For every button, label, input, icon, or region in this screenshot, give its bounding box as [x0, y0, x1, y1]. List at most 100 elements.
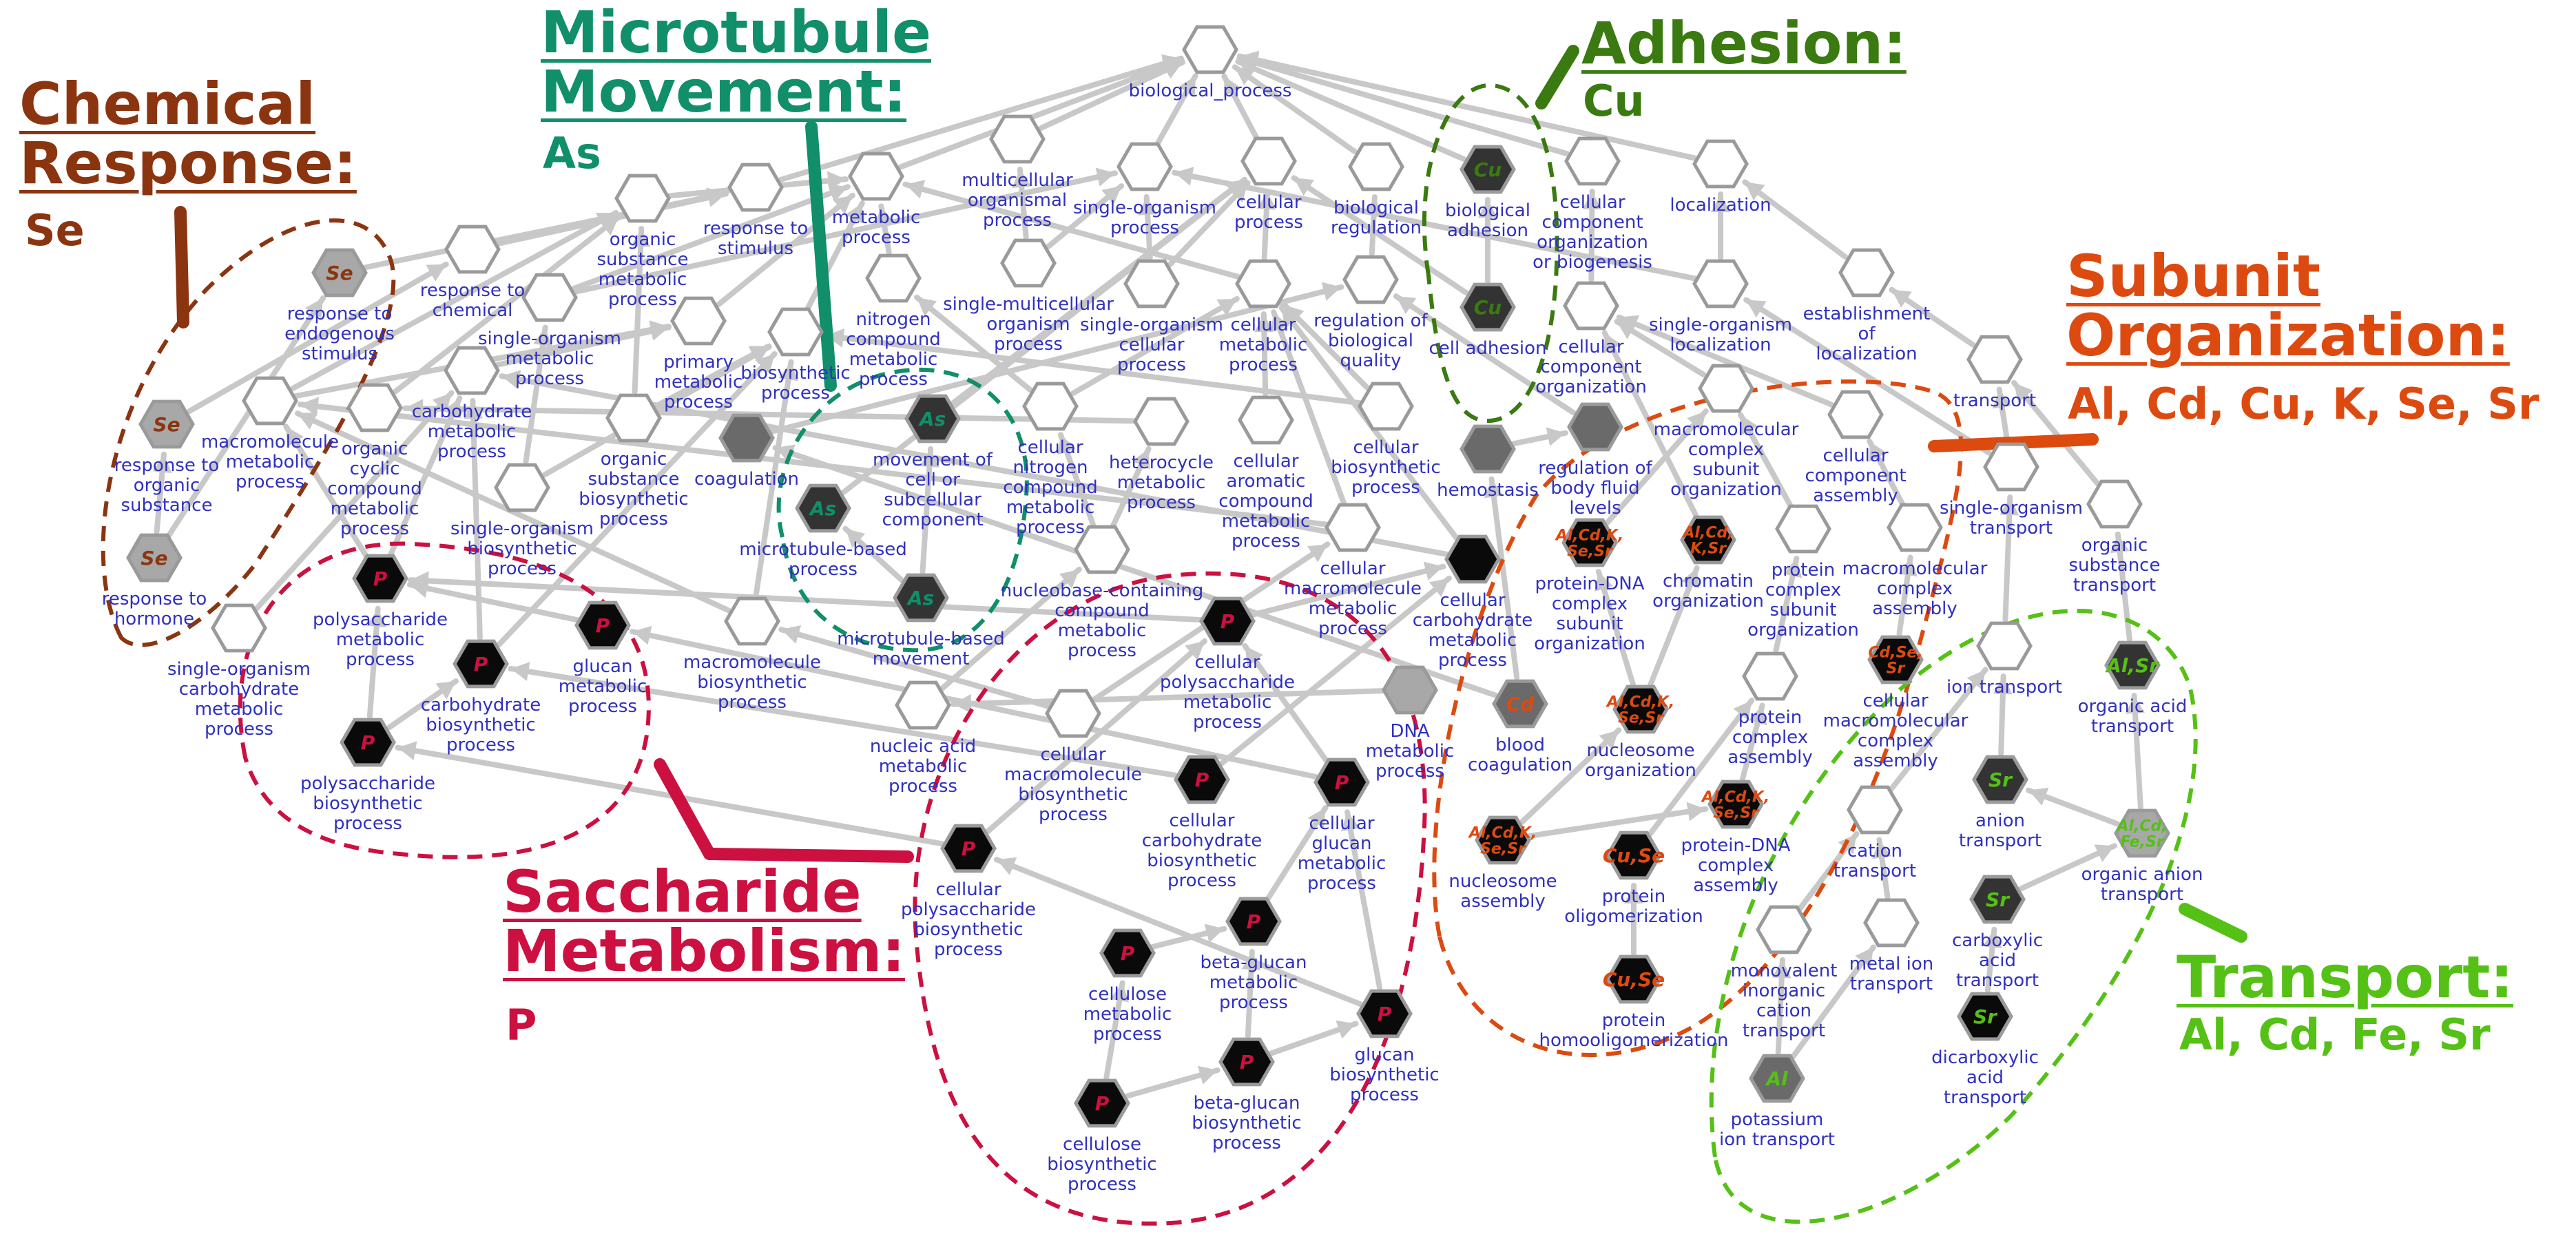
hexagon-node-icon — [1348, 142, 1404, 191]
edge-arrowhead — [1603, 333, 1621, 353]
edge-chro-cco — [1601, 330, 1700, 520]
hexagon-node-icon — [893, 573, 949, 623]
edge-bcoag-hemo — [1488, 476, 1520, 681]
node-element-tag: Al,Cd,K,Se,Sr — [1606, 693, 1675, 727]
edge-arrowhead — [599, 217, 619, 236]
edge-arrowhead — [1429, 578, 1449, 598]
hexagon-node-icon — [1567, 402, 1623, 452]
chemical-response-title: Chemical Response: — [19, 70, 357, 197]
edge-arrowhead — [1783, 558, 1803, 578]
node-label: coagulation — [694, 469, 799, 490]
edge-arrowhead — [305, 297, 324, 319]
hexagon-node-icon — [1847, 785, 1903, 835]
hexagon-node-icon — [1099, 928, 1156, 978]
hexagon-node-icon — [724, 596, 780, 646]
node-element-tag: Sr — [1973, 1005, 1998, 1028]
node-element-tag: P — [1121, 942, 1135, 965]
hexagon-node-icon — [1756, 905, 1812, 954]
edge-badh-bp — [1235, 59, 1467, 162]
microtubule-movement-title: Microtubule Movement: — [541, 0, 931, 125]
hexagon-node-icon — [895, 680, 951, 730]
hexagon-node-icon — [1863, 898, 1920, 948]
edge-arrowhead — [1216, 298, 1237, 317]
edge-rbfl-rbq — [1393, 293, 1577, 416]
edge-cbp-cmp — [1282, 302, 1371, 391]
edge-arrowhead — [1224, 76, 1241, 97]
edge-arrowhead — [1101, 186, 1122, 205]
hexagon-node-icon — [1606, 830, 1662, 880]
edge-arrowhead — [1321, 282, 1342, 301]
edge-arrowhead — [1855, 947, 1873, 968]
node-element-tag: Cu — [1474, 296, 1502, 319]
edge-arrowhead — [1245, 645, 1263, 667]
edge-ccbp-chbp — [508, 665, 1179, 778]
edge-arrowhead — [533, 327, 552, 347]
edge-glbp-cgmp — [1344, 809, 1383, 991]
edge-arrowhead — [781, 625, 802, 644]
hexagon-node-icon — [1966, 335, 2023, 384]
saccharide-callout-line — [654, 758, 716, 860]
edge-arrowhead — [1270, 312, 1289, 333]
node-element-tag: Al,Sr — [2105, 654, 2160, 677]
subunit-group-outline — [1432, 379, 1964, 1057]
node-label: hemostasis — [1437, 480, 1539, 501]
hexagon-node-icon — [1957, 992, 2013, 1041]
hexagon-node-icon — [453, 639, 509, 689]
hexagon-node-icon — [605, 393, 662, 443]
node-label: cell adhesion — [1429, 338, 1546, 359]
edge-psmp-mmp — [283, 424, 369, 559]
edge-arrowhead — [1687, 410, 1706, 431]
hexagon-node-icon — [1475, 815, 1531, 865]
node-element-tag: As — [918, 408, 946, 430]
edge-arrowhead — [397, 741, 417, 760]
edge-hcmp-ocmp — [402, 405, 1139, 424]
group-outline-layer — [101, 45, 2247, 1226]
node-element-tag: As — [906, 587, 934, 609]
edge-arrowhead — [1395, 296, 1417, 315]
edge-arrowhead — [1595, 572, 1613, 592]
edge-cmbp-mmbp — [778, 627, 1051, 709]
saccharide-metabolism-title: Saccharide Metabolism: — [503, 858, 905, 985]
hexagon-node-icon — [1123, 259, 1180, 309]
chemical-response-elements: Se — [25, 205, 85, 255]
go-term-node: localization — [1670, 139, 1772, 216]
node-element-tag: P — [361, 731, 375, 754]
hexagon-node-icon — [848, 151, 904, 201]
edge-arrowhead — [755, 353, 775, 374]
microtubule-movement-elements: As — [543, 128, 601, 178]
node-element-tag: P — [1378, 1003, 1392, 1025]
edge-arrowhead — [1161, 57, 1182, 76]
